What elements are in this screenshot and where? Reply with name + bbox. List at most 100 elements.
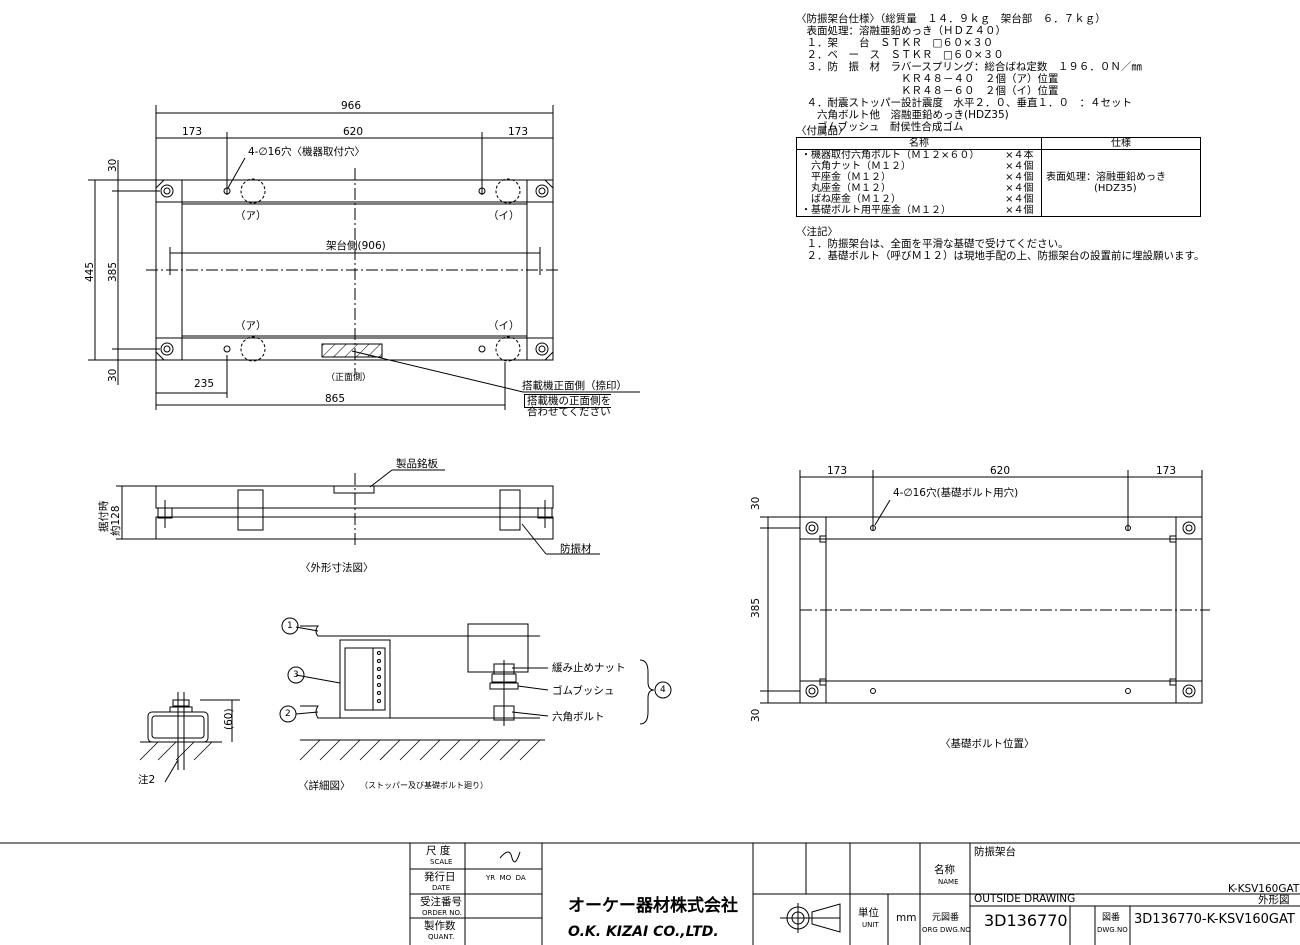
damper-label: 防振材	[560, 543, 592, 555]
accessory-qty: ×４本	[1001, 149, 1043, 161]
accessory-qty: ×４個	[1001, 172, 1043, 183]
unit-label: 単位	[858, 907, 879, 919]
balloon-4: 4	[660, 685, 666, 695]
dwg-label-en: DWG.NO	[1097, 926, 1128, 934]
name-label-en: NAME	[938, 878, 959, 886]
accessory-spec-2: (HDZ35)	[1094, 183, 1137, 194]
anchor-caption: 〈基礎ボルト位置〉	[940, 738, 1035, 750]
front-side-label: （正面側）	[326, 373, 372, 383]
accessory-name: ばね座金（Ｍ１２）	[796, 194, 1002, 205]
note-2: ２．基礎ボルト（呼びＭ１２）は現地手配の上、防振架台の設置前に埋設願います。	[796, 250, 1205, 262]
unit-label-en: UNIT	[862, 921, 879, 929]
base-view	[760, 470, 1210, 704]
scale-label-en: SCALE	[430, 858, 453, 866]
notes-heading: 〈注記〉	[796, 226, 838, 238]
dim-60: (60)	[223, 708, 235, 730]
date-value: YR MO DA	[486, 874, 526, 882]
spec-line-3: １．架 台 ＳＴＫＲ □６０×３０	[796, 37, 994, 49]
drawing-title-jp: 防振架台	[974, 846, 1016, 858]
drawing-type: 外形図	[1258, 894, 1290, 906]
dim-385: 385	[107, 261, 119, 282]
accessory-name: 平座金（Ｍ１２）	[796, 172, 1002, 183]
note-2-label: 注2	[138, 774, 156, 786]
mark-a-top: （ア）	[235, 210, 267, 222]
base-dim-173-left: 173	[827, 465, 848, 477]
spec-line-7: ＫＲ４８－６０ ２個（イ）位置	[796, 85, 1059, 97]
accessory-qty: ×４個	[1001, 183, 1043, 194]
dim-30-top: 30	[107, 158, 119, 172]
base-dim-620: 620	[990, 465, 1011, 477]
balloon-1: 1	[287, 621, 293, 631]
balloon-2: 2	[285, 709, 291, 719]
dim-865: 865	[325, 393, 346, 405]
dim-235: 235	[194, 378, 215, 390]
company-name-en: O.K. KIZAI CO.,LTD.	[568, 924, 719, 940]
dwg-value: 3D136770-K-KSV160GAT	[1134, 912, 1295, 927]
base-dim-385: 385	[750, 597, 762, 618]
accessory-qty: ×４個	[1001, 161, 1043, 172]
spec-line-1: 〈防振架台仕様〉（総質量 １４．９ｋｇ 架台部 ６．７ｋｇ）	[796, 13, 1106, 25]
balloon-3: 3	[293, 670, 299, 680]
nameplate-label: 製品銘板	[396, 458, 438, 470]
spec-line-10: ゴムブッシュ 耐侯性合成ゴム	[796, 121, 964, 133]
name-label: 名称	[934, 864, 955, 876]
accessories-table: 名称 仕様 ・機器取付六角ボルト（Ｍ１２×６０） ×４本 表面処理：溶融亜鉛めっ…	[796, 137, 1201, 217]
dim-445: 445	[84, 261, 96, 282]
spec-line-4: ２．ベ ー ス ＳＴＫＲ □６０×３０	[796, 49, 1004, 61]
accessories-heading: 〈付属品〉	[796, 125, 849, 137]
order-label-en: ORDER NO.	[422, 909, 462, 917]
base-dim-173-right: 173	[1156, 465, 1177, 477]
dim-620: 620	[343, 126, 364, 138]
detail-view	[139, 617, 672, 783]
lock-nut-label: 緩み止めナット	[552, 662, 626, 674]
order-label: 受注番号	[420, 896, 462, 908]
install-height-value: 約128	[110, 505, 122, 536]
frame-length-label: 架台側(906)	[326, 240, 386, 252]
front-mark-3: 合わせてください	[527, 406, 611, 418]
date-label-en: DATE	[432, 884, 451, 892]
title-block-lines	[0, 842, 1300, 945]
spec-line-2: 表面処理：溶融亜鉛めっき（ＨＤＺ４０）	[796, 25, 1006, 37]
company-name-jp: オーケー器材株式会社	[568, 896, 738, 916]
accessory-name: 六角ナット（Ｍ１２）	[796, 161, 1002, 172]
detail-caption: 〈詳細図〉	[298, 780, 351, 792]
base-dim-30-bottom: 30	[750, 708, 762, 722]
hex-bolt-label: 六角ボルト	[552, 711, 605, 723]
accessories-col-spec: 仕様	[1041, 137, 1201, 150]
model-number: K-KSV160GAT	[1228, 883, 1300, 895]
anchor-hole-label: 4-∅16穴(基礎ボルト用穴)	[893, 487, 1019, 499]
accessory-name: ・機器取付六角ボルト（Ｍ１２×６０）	[796, 149, 1002, 161]
dwg-label: 図番	[1102, 913, 1121, 923]
spec-line-9: 六角ボルト他 溶融亜鉛めっき(HDZ35)	[796, 109, 1009, 121]
rubber-bush-label: ゴムブッシュ	[552, 685, 615, 697]
base-dim-30-top: 30	[750, 496, 762, 510]
accessories-col-name: 名称	[796, 137, 1042, 150]
mark-i-bottom: （イ）	[488, 320, 520, 332]
accessory-spec-1: 表面処理：溶融亜鉛めっき	[1046, 172, 1166, 183]
date-label: 発行日	[424, 871, 456, 883]
drawing-title-en: OUTSIDE DRAWING	[974, 893, 1076, 905]
outline-caption: 〈外形寸法図〉	[300, 562, 374, 574]
org-dwg-value: 3D136770	[984, 911, 1068, 930]
note-1: １．防振架台は、全面を平滑な基礎で受けてください。	[796, 238, 1069, 250]
dim-30-bottom: 30	[107, 368, 119, 382]
front-mark-2: 搭載機の正面側を	[524, 394, 611, 408]
accessory-qty: ×４個	[1001, 205, 1043, 217]
dim-966: 966	[341, 100, 362, 112]
org-dwg-label-en: ORG DWG.NO	[922, 926, 971, 934]
dim-173-right: 173	[508, 126, 529, 138]
mount-hole-label: 4-∅16穴〈機器取付穴〉	[248, 146, 365, 158]
mark-i-top: （イ）	[488, 210, 520, 222]
quant-label-en: QUANT.	[428, 933, 455, 941]
scale-label: 尺 度	[426, 845, 451, 857]
plan-view	[88, 105, 640, 410]
spec-line-6: ＫＲ４８－４０ ２個（ア）位置	[796, 73, 1059, 85]
mark-a-bottom: （ア）	[235, 320, 267, 332]
org-dwg-label: 元図番	[932, 913, 960, 923]
spec-line-8: ４．耐震ストッパー設計震度 水平２．０、垂直１．０ ：４セット	[796, 97, 1132, 109]
accessory-name: 丸座金（Ｍ１２）	[796, 183, 1002, 194]
spec-line-5: ３．防 振 材 ラバースプリング：総合ばね定数 １９６．０Ｎ／㎜	[796, 61, 1142, 73]
detail-caption-sub: （ストッパー及び基礎ボルト廻り）	[360, 781, 488, 790]
